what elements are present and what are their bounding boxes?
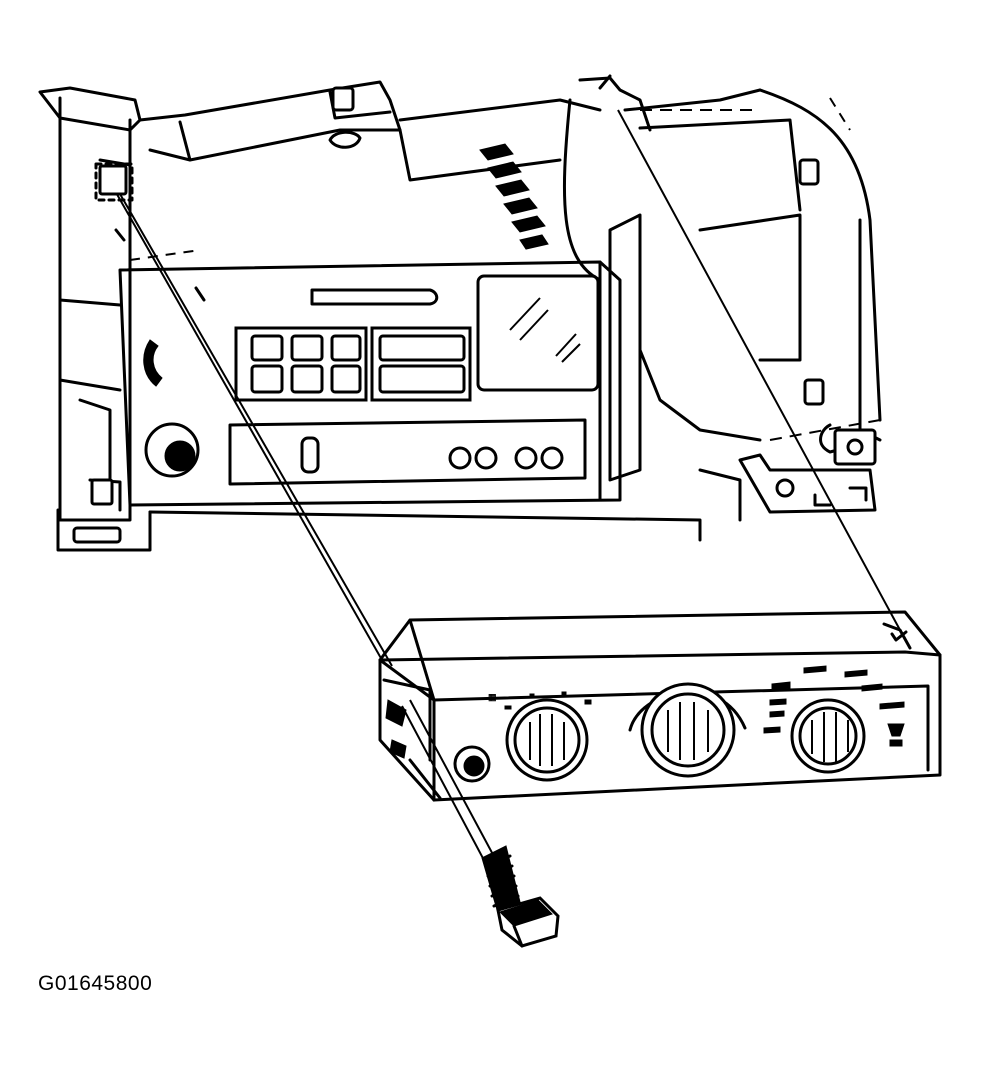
svg-text:▦: ▦ [488, 692, 497, 702]
dashboard-frame [38, 74, 882, 552]
radio-unit [118, 213, 642, 507]
mounting-screw [481, 845, 560, 948]
lower-buttons [448, 446, 564, 470]
display-window [476, 274, 600, 392]
figure-id-label: G01645800 [38, 972, 153, 995]
left-knob [143, 339, 200, 478]
vent-ribs [479, 143, 549, 250]
temperature-knob [628, 682, 747, 778]
mode-buttons [370, 326, 472, 402]
ac-button [453, 745, 491, 783]
hvac-control-panel: ▦ [378, 610, 942, 802]
preset-buttons [234, 326, 368, 402]
alignment-lines [94, 109, 901, 895]
mode-knob [763, 665, 905, 774]
fan-speed-knob: ▦ [488, 691, 592, 782]
